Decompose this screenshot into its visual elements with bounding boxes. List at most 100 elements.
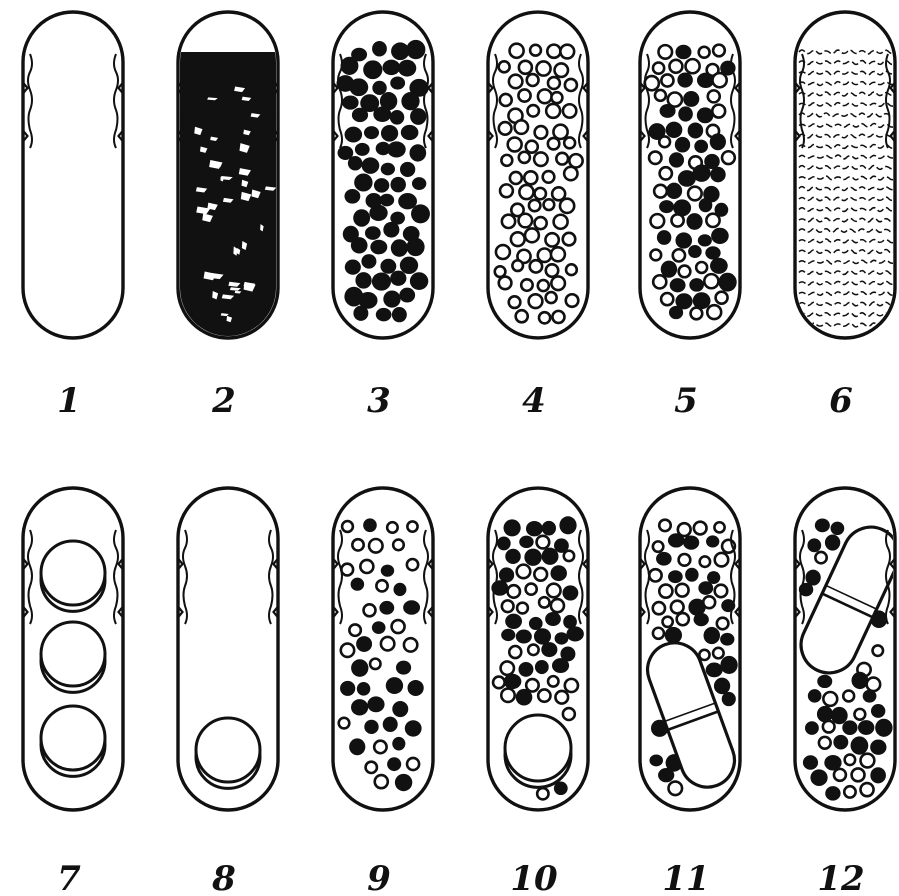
pellet-white bbox=[714, 522, 724, 532]
pellet-black bbox=[705, 246, 720, 259]
pellet-white bbox=[376, 580, 387, 591]
pellet-black bbox=[387, 757, 401, 771]
pellet-white bbox=[545, 233, 558, 246]
pellet-black bbox=[699, 198, 713, 212]
pellet-white bbox=[845, 755, 855, 765]
pellet-white bbox=[649, 569, 661, 581]
pellet-black bbox=[871, 704, 885, 718]
pellet-black bbox=[657, 230, 671, 245]
pellet-black bbox=[390, 177, 405, 193]
pellet-black bbox=[710, 167, 725, 183]
pellet-black bbox=[401, 92, 419, 110]
pellet-black bbox=[406, 40, 425, 59]
pellet-white bbox=[496, 245, 510, 259]
pellet-white bbox=[553, 125, 567, 139]
pellet-white bbox=[342, 521, 353, 532]
pellet-white bbox=[535, 217, 547, 229]
pellet-black bbox=[720, 633, 734, 646]
pellet-black bbox=[396, 661, 411, 675]
pellet-white bbox=[493, 677, 505, 689]
pellet-black bbox=[666, 183, 682, 199]
capsule-shell-fill bbox=[23, 12, 123, 338]
capsule-contents bbox=[41, 541, 105, 776]
pellet-black bbox=[697, 107, 714, 123]
capsule-shell-fill bbox=[795, 12, 895, 338]
pellet-white bbox=[696, 262, 707, 273]
pellet-black bbox=[381, 565, 394, 577]
pellet-black bbox=[351, 237, 368, 253]
pellet-black bbox=[497, 536, 511, 550]
pellet-white bbox=[655, 90, 666, 101]
capsule-label-7: 7 bbox=[57, 859, 81, 896]
pellet-black bbox=[815, 518, 830, 532]
pellet-black bbox=[352, 108, 368, 122]
pellet-black bbox=[351, 659, 368, 677]
pellet-white bbox=[544, 199, 555, 210]
pellet-white bbox=[686, 59, 700, 73]
pellet-white bbox=[528, 645, 538, 655]
pellet-black bbox=[505, 549, 521, 564]
pellet-white bbox=[366, 762, 377, 773]
pellet-black bbox=[390, 76, 405, 89]
pellet-black bbox=[666, 122, 683, 138]
pellet-black bbox=[541, 642, 557, 657]
pellet-black bbox=[383, 60, 401, 75]
pellet-white bbox=[560, 199, 574, 213]
pellet-black bbox=[688, 122, 704, 138]
pellet-black bbox=[535, 660, 549, 674]
pellet-white bbox=[519, 185, 533, 199]
pellet-white bbox=[819, 737, 831, 749]
pellet-white bbox=[659, 585, 672, 598]
pellet-black bbox=[400, 162, 415, 177]
pellet-white bbox=[538, 689, 550, 701]
pellet-white bbox=[517, 565, 531, 579]
pellet-black bbox=[390, 110, 404, 125]
pellet-black bbox=[405, 720, 422, 736]
pellet-white bbox=[566, 264, 577, 275]
pellet-white bbox=[563, 104, 576, 117]
pellet-white bbox=[551, 599, 564, 612]
pellet-white bbox=[537, 788, 548, 799]
pellet-white bbox=[509, 296, 521, 308]
pellet-white bbox=[508, 138, 522, 152]
pellet-black bbox=[863, 690, 877, 703]
pellet-white bbox=[671, 601, 684, 614]
pellet-black bbox=[665, 627, 682, 644]
pellet-white bbox=[662, 617, 672, 627]
pellet-white bbox=[530, 260, 542, 272]
pellet-black bbox=[858, 720, 874, 735]
pellet-white bbox=[527, 74, 539, 86]
pellet-black bbox=[401, 125, 419, 140]
pellet-black bbox=[345, 127, 363, 143]
pellet-black bbox=[381, 163, 395, 176]
pellet-black bbox=[393, 583, 406, 596]
pellet-white bbox=[653, 541, 663, 551]
pellet-black bbox=[387, 141, 406, 157]
pellet-white bbox=[823, 721, 835, 733]
capsule-label-6: 6 bbox=[829, 381, 853, 421]
pellet-white bbox=[834, 769, 846, 781]
pellet-black bbox=[392, 701, 408, 717]
pellet-black bbox=[683, 535, 699, 549]
pellet-white bbox=[387, 522, 397, 532]
pellet-black bbox=[555, 632, 569, 644]
pellet-white bbox=[555, 691, 568, 704]
capsule-12 bbox=[792, 488, 899, 810]
capsule-label-12: 12 bbox=[817, 859, 864, 896]
pellet-white bbox=[555, 63, 568, 76]
pellet-black bbox=[410, 108, 426, 125]
pellet-black bbox=[659, 200, 674, 213]
pellet-white bbox=[510, 172, 522, 184]
pellet-white bbox=[679, 554, 691, 566]
pellet-black bbox=[692, 164, 710, 181]
pellet-white bbox=[515, 120, 528, 133]
pellet-white bbox=[341, 644, 354, 657]
pellet-white bbox=[867, 678, 880, 691]
pellet-black bbox=[345, 260, 361, 275]
pellet-black bbox=[403, 600, 420, 614]
pellet-white bbox=[556, 153, 568, 165]
pellet-white bbox=[823, 692, 837, 706]
pellet-black bbox=[842, 720, 857, 735]
pellet-black bbox=[534, 628, 551, 644]
pellet-black bbox=[851, 736, 869, 754]
